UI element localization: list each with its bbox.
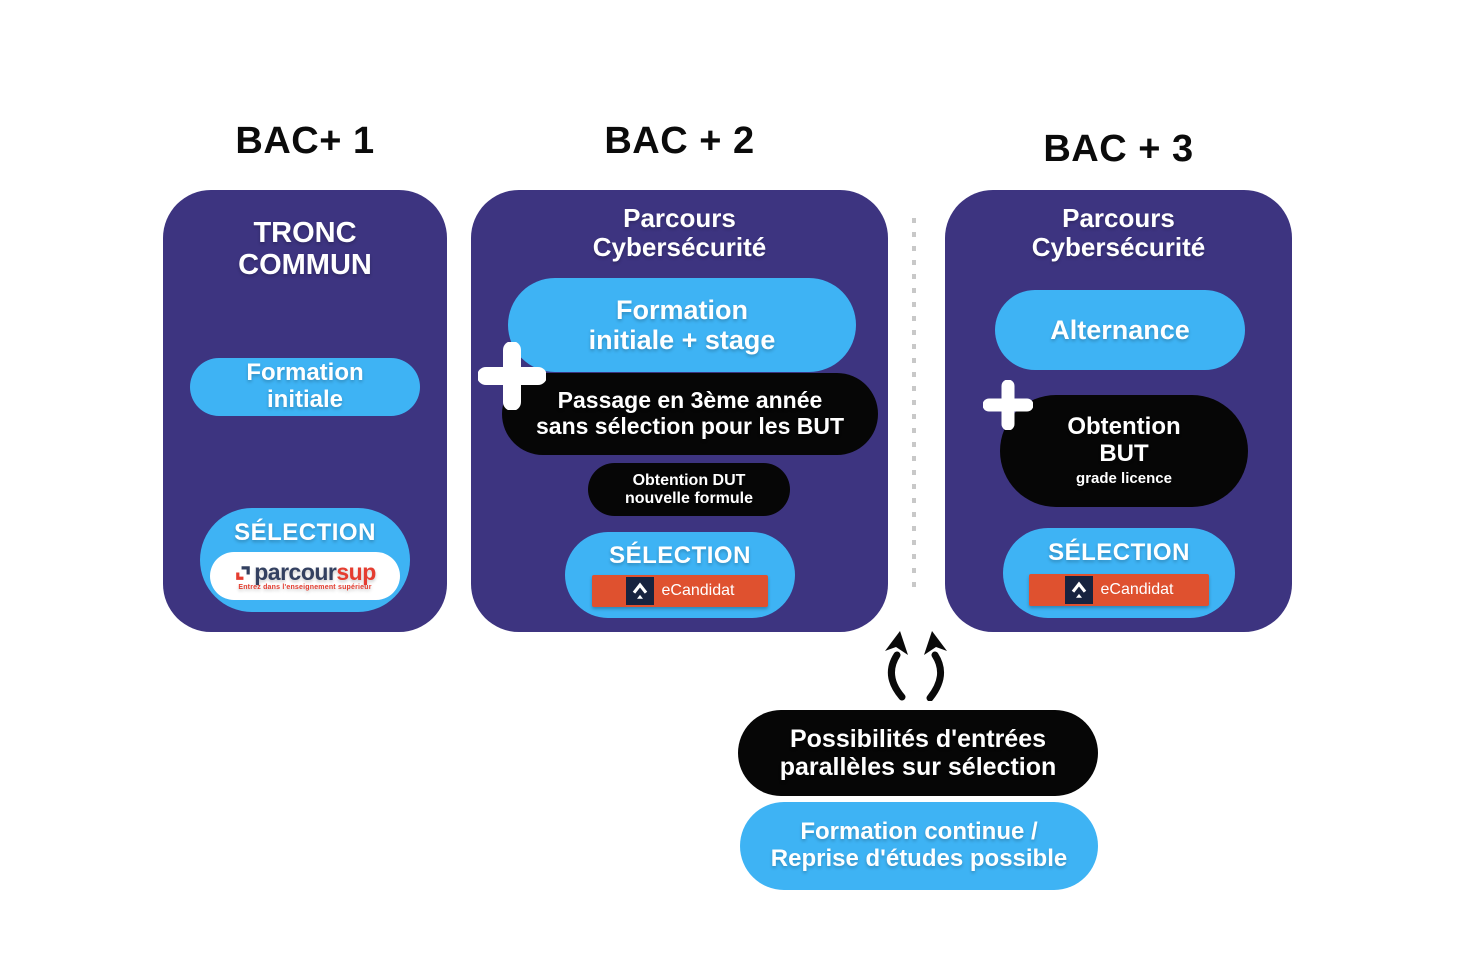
pill-formation-initiale-line2: initiale [266,386,344,413]
parcoursup-word-dark: parcour [254,559,337,586]
pill-selection-bac1: SÉLECTION parcoursup Entrez dans l'ensei… [200,508,410,612]
ecandidat-label: eCandidat [1100,580,1174,598]
curved-up-arrows-icon [885,631,947,701]
pill-passage-line1: Passage en 3ème année [557,387,823,414]
pill-selection-bac3: SÉLECTION eCandidat [1003,528,1235,618]
ecandidat-mark-icon [1064,575,1093,604]
pill-formation-continue-line2: Reprise d'études possible [770,845,1068,872]
ecandidat-mark-icon [625,577,654,606]
ecandidat-logo: eCandidat [592,575,768,608]
pill-formation-stage: Formation initiale + stage [508,278,856,372]
selection-label: SÉLECTION [609,541,751,569]
parcoursup-tagline: Entrez dans l'enseignement supérieur [238,583,372,591]
pill-formation-initiale-line1: Formation [246,359,364,387]
card-bac1: TRONC COMMUN Formation initiale SÉLECTIO… [163,190,447,632]
card-bac2-heading: Parcours Cybersécurité [471,204,888,261]
column-title-bac1: BAC+ 1 [235,120,375,162]
card-bac1-heading-line1: TRONC [253,217,357,249]
pill-entrees-paralleles-line1: Possibilités d'entrées [789,725,1047,753]
pill-formation-stage-line1: Formation [616,294,748,325]
pill-obtention-but: Obtention BUT grade licence [1000,395,1248,507]
pill-formation-continue-line1: Formation continue / [800,818,1038,846]
pill-formation-stage-line2: initiale + stage [588,325,776,355]
selection-label: SÉLECTION [1048,539,1190,567]
column-title-bac3: BAC + 3 [1043,128,1194,170]
pill-alternance: Alternance [995,290,1245,370]
card-bac3-heading-line1: Parcours [1062,203,1175,233]
column-title-bac2: BAC + 2 [604,120,755,162]
pill-obtention-but-line1: Obtention [1067,413,1181,441]
ecandidat-logo: eCandidat [1029,573,1209,606]
card-bac3: Parcours Cybersécurité Alternance Obtent… [945,190,1292,632]
selection-label: SÉLECTION [234,519,376,547]
pill-obtention-dut-line2: nouvelle formule [624,489,754,507]
pill-alternance-label: Alternance [1050,314,1190,345]
card-bac1-heading: TRONC COMMUN [163,217,447,282]
pill-formation-initiale: Formation initiale [190,358,420,416]
pill-obtention-dut: Obtention DUT nouvelle formule [588,463,790,516]
card-bac1-heading-line2: COMMUN [238,248,372,281]
card-bac3-heading: Parcours Cybersécurité [945,204,1292,261]
card-bac3-heading-line2: Cybersécurité [1031,231,1206,262]
dotted-divider [912,218,916,594]
parcoursup-mark-icon [236,565,251,580]
parcoursup-logo: parcoursup Entrez dans l'enseignement su… [210,551,400,600]
pill-obtention-dut-line1: Obtention DUT [632,471,746,489]
pill-formation-continue: Formation continue / Reprise d'études po… [740,802,1098,890]
pill-passage-line2: sans sélection pour les BUT [535,413,845,439]
parcoursup-word-red: sup [336,559,376,586]
card-bac2-heading-line2: Cybersécurité [592,231,767,262]
pill-passage-3eme-annee: Passage en 3ème année sans sélection pou… [502,373,878,455]
pill-obtention-but-sub: grade licence [1076,469,1172,487]
pill-entrees-paralleles: Possibilités d'entrées parallèles sur sé… [738,710,1098,796]
plus-icon [478,342,546,410]
card-bac2: Parcours Cybersécurité Formation initial… [471,190,888,632]
pill-selection-bac2: SÉLECTION eCandidat [565,532,795,618]
card-bac2-heading-line1: Parcours [623,203,736,233]
parcoursup-wordmark: parcoursup [254,559,376,586]
pill-obtention-but-line2: BUT [1099,440,1149,468]
ecandidat-label: eCandidat [661,582,735,600]
plus-icon [983,380,1033,430]
pill-entrees-paralleles-line2: parallèles sur sélection [779,753,1057,781]
